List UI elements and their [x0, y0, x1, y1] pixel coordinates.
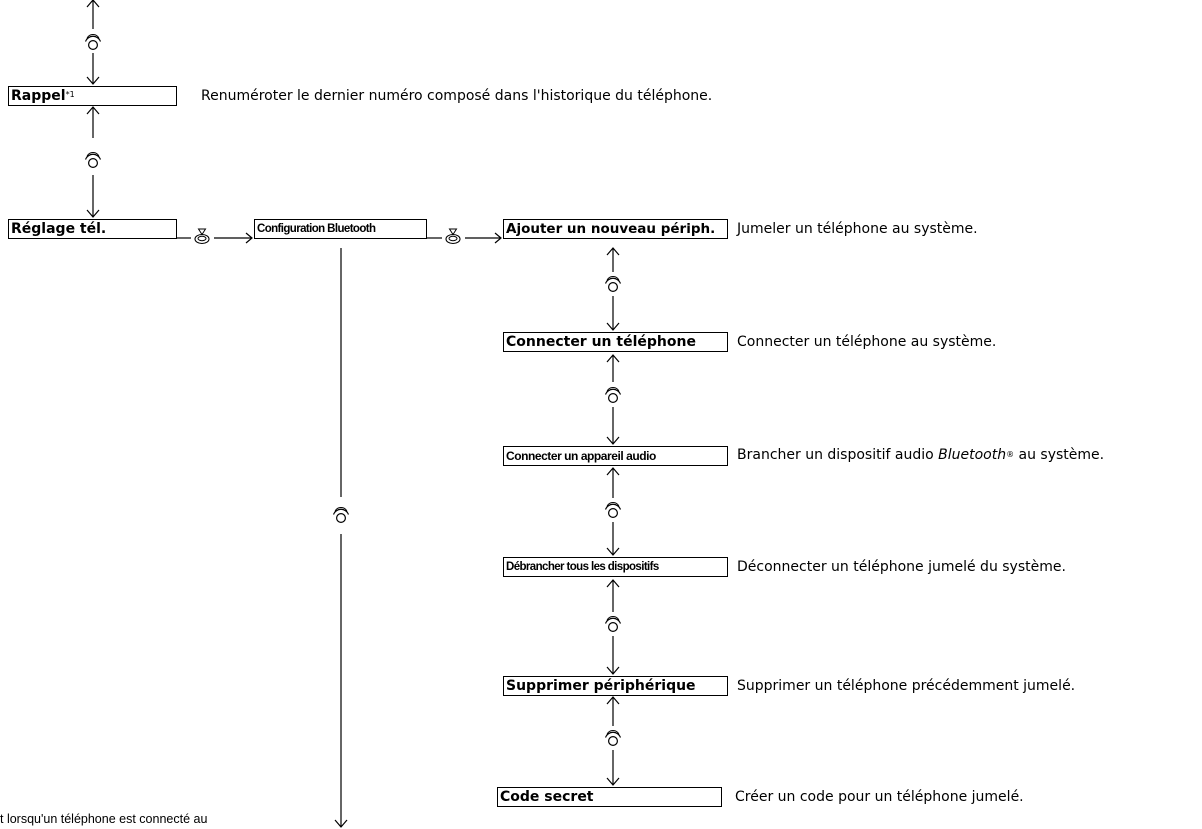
footnote-fragment: t lorsqu'un téléphone est connecté au — [0, 812, 208, 826]
menu-box-connecter-appareil-audio: Connecter un appareil audio — [503, 446, 728, 466]
knob-rotate-icon — [604, 386, 622, 403]
description-connecter-telephone: Connecter un téléphone au système. — [737, 334, 997, 350]
menu-label-reglage-tel: Réglage tél. — [11, 221, 107, 237]
knob-rotate-icon — [604, 729, 622, 747]
knob-rotate-icon — [84, 151, 102, 168]
knob-rotate-icon — [604, 615, 622, 633]
knob-rotate-icon — [84, 33, 102, 51]
menu-box-supprimer-peripherique: Supprimer périphérique — [503, 676, 728, 696]
description-connecter-appareil-audio: Brancher un dispositif audio Bluetooth® … — [737, 446, 1104, 464]
menu-box-rappel: Rappel*1 — [8, 86, 177, 106]
description-text: Brancher un dispositif audio — [737, 447, 939, 463]
menu-label-configuration-bluetooth: Configuration Bluetooth — [257, 223, 376, 235]
description-supprimer-peripherique: Supprimer un téléphone précédemment jume… — [737, 678, 1076, 694]
menu-box-debrancher-dispositifs: Débrancher tous les dispositifs — [503, 557, 728, 577]
description-ajouter-peripherique: Jumeler un téléphone au système. — [737, 221, 978, 237]
menu-label-connecter-telephone: Connecter un téléphone — [506, 334, 696, 350]
knob-rotate-icon — [604, 501, 622, 519]
menu-box-reglage-tel: Réglage tél. — [8, 219, 177, 239]
footnote-marker: *1 — [65, 90, 75, 99]
description-code-secret: Créer un code pour un téléphone jumelé. — [735, 789, 1024, 805]
menu-box-ajouter-peripherique: Ajouter un nouveau périph. — [503, 219, 728, 239]
menu-box-code-secret: Code secret — [497, 787, 722, 807]
registered-mark: ® — [1006, 450, 1015, 459]
menu-box-configuration-bluetooth: Configuration Bluetooth — [254, 219, 427, 239]
knob-rotate-icon — [604, 275, 622, 292]
menu-label-ajouter-peripherique: Ajouter un nouveau périph. — [506, 221, 716, 237]
menu-label-supprimer-peripherique: Supprimer périphérique — [506, 678, 696, 694]
menu-label-connecter-appareil-audio: Connecter un appareil audio — [506, 449, 656, 463]
description-debrancher-dispositifs: Déconnecter un téléphone jumelé du systè… — [737, 559, 1066, 575]
menu-label-debrancher-dispositifs: Débrancher tous les dispositifs — [506, 561, 659, 573]
description-rappel: Renuméroter le dernier numéro composé da… — [201, 88, 713, 104]
description-text: au système. — [1014, 447, 1105, 463]
bluetooth-brand-text: Bluetooth — [938, 447, 1007, 463]
knob-press-icon — [194, 228, 210, 245]
menu-label-code-secret: Code secret — [500, 789, 594, 805]
menu-label-rappel: Rappel — [11, 88, 66, 104]
knob-rotate-icon — [332, 506, 350, 524]
knob-press-icon — [445, 228, 461, 245]
menu-box-connecter-telephone: Connecter un téléphone — [503, 332, 728, 352]
